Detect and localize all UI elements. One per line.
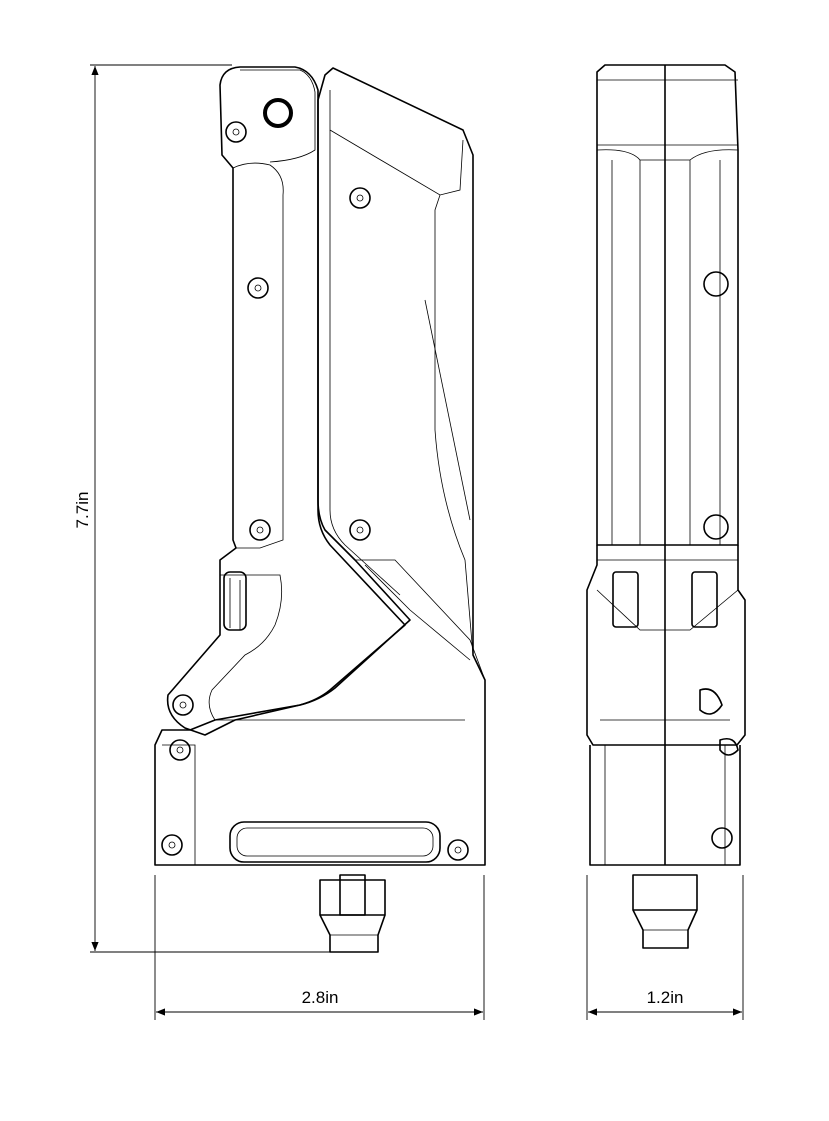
width-dimension: 2.8in [154,875,485,1020]
side-nozzle [632,874,698,949]
latch [223,571,247,631]
main-body [154,67,486,866]
height-label: 7.7in [73,492,92,529]
nozzle [319,874,386,953]
grip-rail [166,66,406,736]
height-dimension: 7.7in [73,64,360,953]
front-view [154,66,486,953]
depth-label: 1.2in [647,988,684,1007]
side-view [586,64,746,949]
screw-icons [161,98,469,861]
depth-dimension: 1.2in [586,875,744,1020]
width-label: 2.8in [302,988,339,1007]
slot [229,821,441,863]
